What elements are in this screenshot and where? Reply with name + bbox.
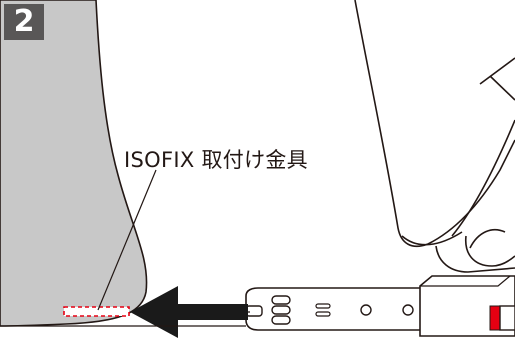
slot-hole xyxy=(271,315,291,325)
isofix-anchor-label: ISOFIX 取付け金具 xyxy=(124,148,308,172)
isofix-connector-arm xyxy=(220,275,515,337)
callout-leader-line xyxy=(97,169,157,311)
step-number-badge: 2 xyxy=(4,4,44,40)
slot-hole xyxy=(315,311,331,317)
vehicle-seat xyxy=(0,0,148,327)
child-seat-shell xyxy=(354,0,515,273)
round-hole xyxy=(360,304,372,316)
dashed-rectangle-icon xyxy=(63,306,130,317)
connector-tip xyxy=(245,305,263,317)
red-release-indicator xyxy=(489,305,501,331)
slot-hole xyxy=(271,305,291,315)
slot-hole xyxy=(315,303,331,309)
slot-hole xyxy=(271,295,291,305)
round-hole xyxy=(402,304,414,316)
housing-edge xyxy=(420,275,511,287)
arrow-left-icon xyxy=(130,286,248,338)
release-button xyxy=(499,305,515,331)
